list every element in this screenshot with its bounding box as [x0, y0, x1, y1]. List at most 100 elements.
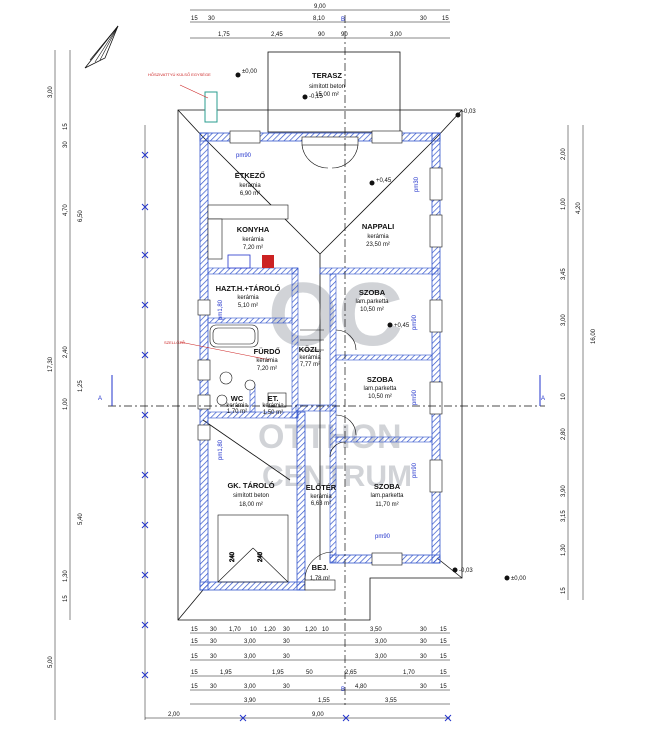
room-area-bej: 1,78 m² [310, 576, 330, 582]
dim-l-10: 1,30 [63, 570, 69, 582]
top-dimensions: 9,00 15 30 8,10 30 15 1,75 2,45 90 90 3,… [191, 4, 449, 38]
svg-text:240: 240 [258, 551, 264, 562]
dim-l-5: 17,30 [48, 356, 54, 372]
dim-b5-6: 15 [440, 684, 447, 690]
dim-l-2: 30 [63, 141, 69, 148]
room-name-eloter: ELŐTÉR [306, 483, 337, 492]
dim-b1-5: 30 [283, 627, 290, 633]
room-name-szoba2: SZOBA [367, 375, 394, 384]
mark-pm90c: pm90 [412, 314, 418, 330]
room-floor-gk: simított beton [233, 493, 269, 499]
dim-r-9: 3,15 [561, 510, 567, 522]
dim-l-1: 15 [63, 123, 69, 130]
dim-r-3: 3,45 [561, 268, 567, 280]
dim-l-6: 2,40 [63, 346, 69, 358]
room-floor-etkezo: kerámia [239, 183, 261, 189]
dim-b6-2: 3,55 [385, 698, 397, 704]
room-name-szoba3: SZOBA [374, 482, 401, 491]
room-floor-et: kerámia [262, 403, 284, 409]
dim-b7-1: 9,00 [312, 712, 324, 718]
dim-b5-1: 30 [210, 684, 217, 690]
dim-b2-3: 30 [283, 639, 290, 645]
mark-pm180a: pm1,80 [218, 299, 224, 320]
dim-b6-0: 3,90 [244, 698, 256, 704]
dim-l-3: 6,50 [78, 210, 84, 222]
dim-b4-4: 2,65 [345, 670, 357, 676]
room-area-eloter: 6,63 m² [311, 501, 331, 507]
dim-top-r3-1: 2,45 [271, 32, 283, 38]
dim-b1-9: 30 [420, 627, 427, 633]
room-area-gk: 18,00 m² [239, 502, 263, 508]
room-name-szoba1: SZOBA [359, 288, 386, 297]
room-floor-szoba1: lam.parketta [355, 299, 389, 305]
dim-r-1: 1,00 [561, 198, 567, 210]
axis-crosses [141, 151, 452, 722]
dim-r-7: 2,80 [561, 428, 567, 440]
section-b-top: B [341, 17, 345, 23]
dim-b5-5: 30 [420, 684, 427, 690]
room-name-terasz: TERASZ [312, 71, 342, 80]
blue-marks: pm90 pm90 pm30 pm1,80 pm1,80 pm90 pm90 p… [218, 153, 420, 540]
level-mark-5: -0,03 [459, 568, 473, 574]
windows [197, 130, 443, 566]
bathroom-fixtures [209, 324, 287, 408]
entry-door [304, 551, 336, 591]
kitchen-counter [207, 204, 289, 269]
mark-pm90e: pm90 [412, 462, 418, 478]
dim-top-r3-0: 1,75 [218, 32, 230, 38]
room-area-hazt: 5,10 m² [238, 303, 258, 309]
room-floor-szoba2: lam.parketta [363, 386, 397, 392]
dim-b2-6: 15 [440, 639, 447, 645]
dim-l-8: 1,00 [63, 398, 69, 410]
heat-pump-unit: HŐSZIVATTYÚ KÜLSŐ EGYSÉGE [148, 72, 218, 123]
dim-b1-8: 3,50 [370, 627, 382, 633]
room-name-kozl: KÖZL. [299, 345, 322, 354]
room-floor-terasz: simított beton [309, 84, 345, 90]
room-name-et: ET. [268, 394, 279, 403]
mark-pm90a: pm90 [236, 153, 252, 159]
level-mark-2: -0,03 [462, 109, 476, 115]
dim-b1-1: 30 [210, 627, 217, 633]
room-name-etkezo: ÉTKEZŐ [235, 171, 266, 180]
dim-b4-1: 1,95 [220, 670, 232, 676]
room-name-gk: GK. TÁROLÓ [227, 481, 274, 490]
left-dimensions: 3,00 15 30 6,50 4,70 17,30 2,40 1,25 1,0… [48, 86, 84, 668]
room-area-wc: 1,70 m² [227, 409, 247, 415]
room-name-bej: BEJ. [312, 563, 329, 572]
dim-b1-4: 1,20 [264, 627, 276, 633]
room-floor-eloter: kerámia [310, 494, 332, 500]
room-area-furdo: 7,20 m² [257, 366, 277, 372]
dim-b5-4: 4,80 [355, 684, 367, 690]
right-dimensions: 2,00 1,00 4,20 3,45 16,00 3,00 10 2,80 3… [561, 148, 597, 594]
room-area-terasz: 15,00 m² [315, 92, 339, 98]
room-floor-szoba3: lam.parketta [370, 493, 404, 499]
dim-b2-0: 15 [191, 639, 198, 645]
stairs [300, 329, 357, 458]
room-name-konyha: KONYHA [237, 225, 270, 234]
dim-b7-0: 2,00 [168, 712, 180, 718]
garage-door: 240 240 [217, 514, 289, 583]
room-area-nappali: 23,50 m² [366, 242, 390, 248]
terrace: TERASZ simított beton 15,00 m² [267, 51, 401, 133]
bottom-dimensions: 15 30 1,70 10 1,20 30 1,20 10 3,50 30 15… [168, 627, 447, 718]
room-name-furdo: FÜRDŐ [254, 347, 281, 356]
dim-b3-6: 15 [440, 654, 447, 660]
section-a-right: A [541, 396, 545, 402]
dim-r-4: 16,00 [591, 328, 597, 344]
room-floor-konyha: kerámia [242, 237, 264, 243]
dim-top-r3-4: 3,00 [390, 32, 402, 38]
dim-b1-3: 10 [250, 627, 257, 633]
dim-r-8: 3,90 [561, 485, 567, 497]
dim-top-r2-3: 30 [420, 16, 427, 22]
room-floor-furdo: kerámia [256, 358, 278, 364]
room-area-et: 1,50 m² [263, 410, 283, 416]
dim-b2-4: 3,00 [375, 639, 387, 645]
dim-b4-2: 1,95 [272, 670, 284, 676]
dim-b3-0: 15 [191, 654, 198, 660]
dim-b3-4: 3,00 [375, 654, 387, 660]
room-floor-wc: kerámia [226, 403, 248, 409]
dim-b6-1: 1,55 [318, 698, 330, 704]
level-mark-7: -0,15 [309, 94, 323, 100]
room-area-kozl: 7,77 m² [300, 362, 320, 368]
room-area-szoba2: 10,50 m² [368, 394, 392, 400]
